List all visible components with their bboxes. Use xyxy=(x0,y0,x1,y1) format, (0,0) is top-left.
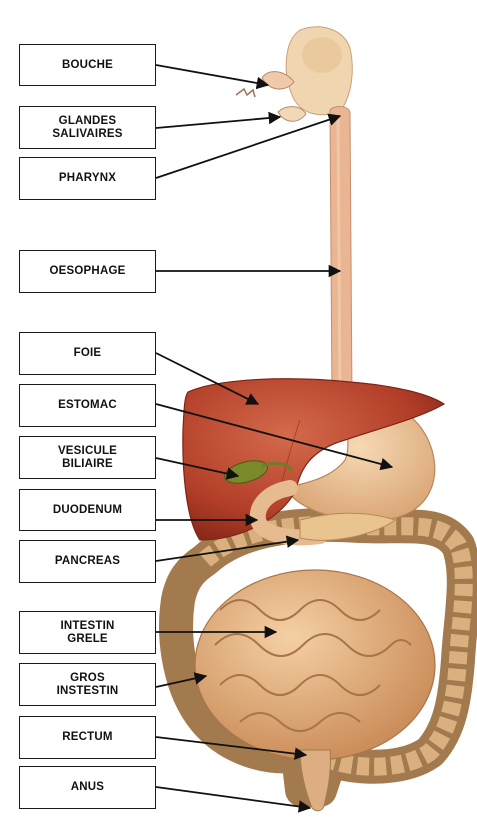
label-glandes-line2: SALIVAIRES xyxy=(52,128,122,141)
label-anus: ANUS xyxy=(19,766,156,809)
label-intestin-grele: INTESTIN GRELE xyxy=(19,611,156,654)
label-pancreas-line1: PANCREAS xyxy=(55,555,120,568)
label-foie-line1: FOIE xyxy=(74,347,102,360)
arrow-bouche xyxy=(156,65,268,85)
label-rectum: RECTUM xyxy=(19,716,156,759)
label-glandes-salivaires: GLANDES SALIVAIRES xyxy=(19,106,156,149)
label-glandes-line1: GLANDES xyxy=(52,115,122,128)
label-anus-line1: ANUS xyxy=(71,781,104,794)
label-duodenum-line1: DUODENUM xyxy=(53,504,122,517)
label-pharynx-line1: PHARYNX xyxy=(59,172,116,185)
label-estomac: ESTOMAC xyxy=(19,384,156,427)
label-pharynx: PHARYNX xyxy=(19,157,156,200)
label-bouche: BOUCHE xyxy=(19,44,156,86)
label-pancreas: PANCREAS xyxy=(19,540,156,583)
arrow-glandes xyxy=(156,117,280,128)
label-bouche-line1: BOUCHE xyxy=(62,59,113,72)
label-vesicule-biliaire: VESICULE BILIAIRE xyxy=(19,436,156,479)
label-vesicule-line1: VESICULE xyxy=(58,445,117,458)
small-intestine-illustration xyxy=(195,570,435,760)
label-duodenum: DUODENUM xyxy=(19,489,156,531)
label-oesophage-line1: OESOPHAGE xyxy=(50,265,126,278)
esophagus-illustration xyxy=(330,106,352,400)
label-foie: FOIE xyxy=(19,332,156,375)
label-gros-line1: GROS xyxy=(57,672,119,685)
label-oesophage: OESOPHAGE xyxy=(19,250,156,293)
label-gros-line2: INSTESTIN xyxy=(57,685,119,698)
label-gros-intestin: GROS INSTESTIN xyxy=(19,663,156,706)
label-estomac-line1: ESTOMAC xyxy=(58,399,117,412)
label-intestin-line2: GRELE xyxy=(61,633,115,646)
label-rectum-line1: RECTUM xyxy=(62,731,112,744)
label-vesicule-line2: BILIAIRE xyxy=(58,458,117,471)
label-intestin-line1: INTESTIN xyxy=(61,620,115,633)
